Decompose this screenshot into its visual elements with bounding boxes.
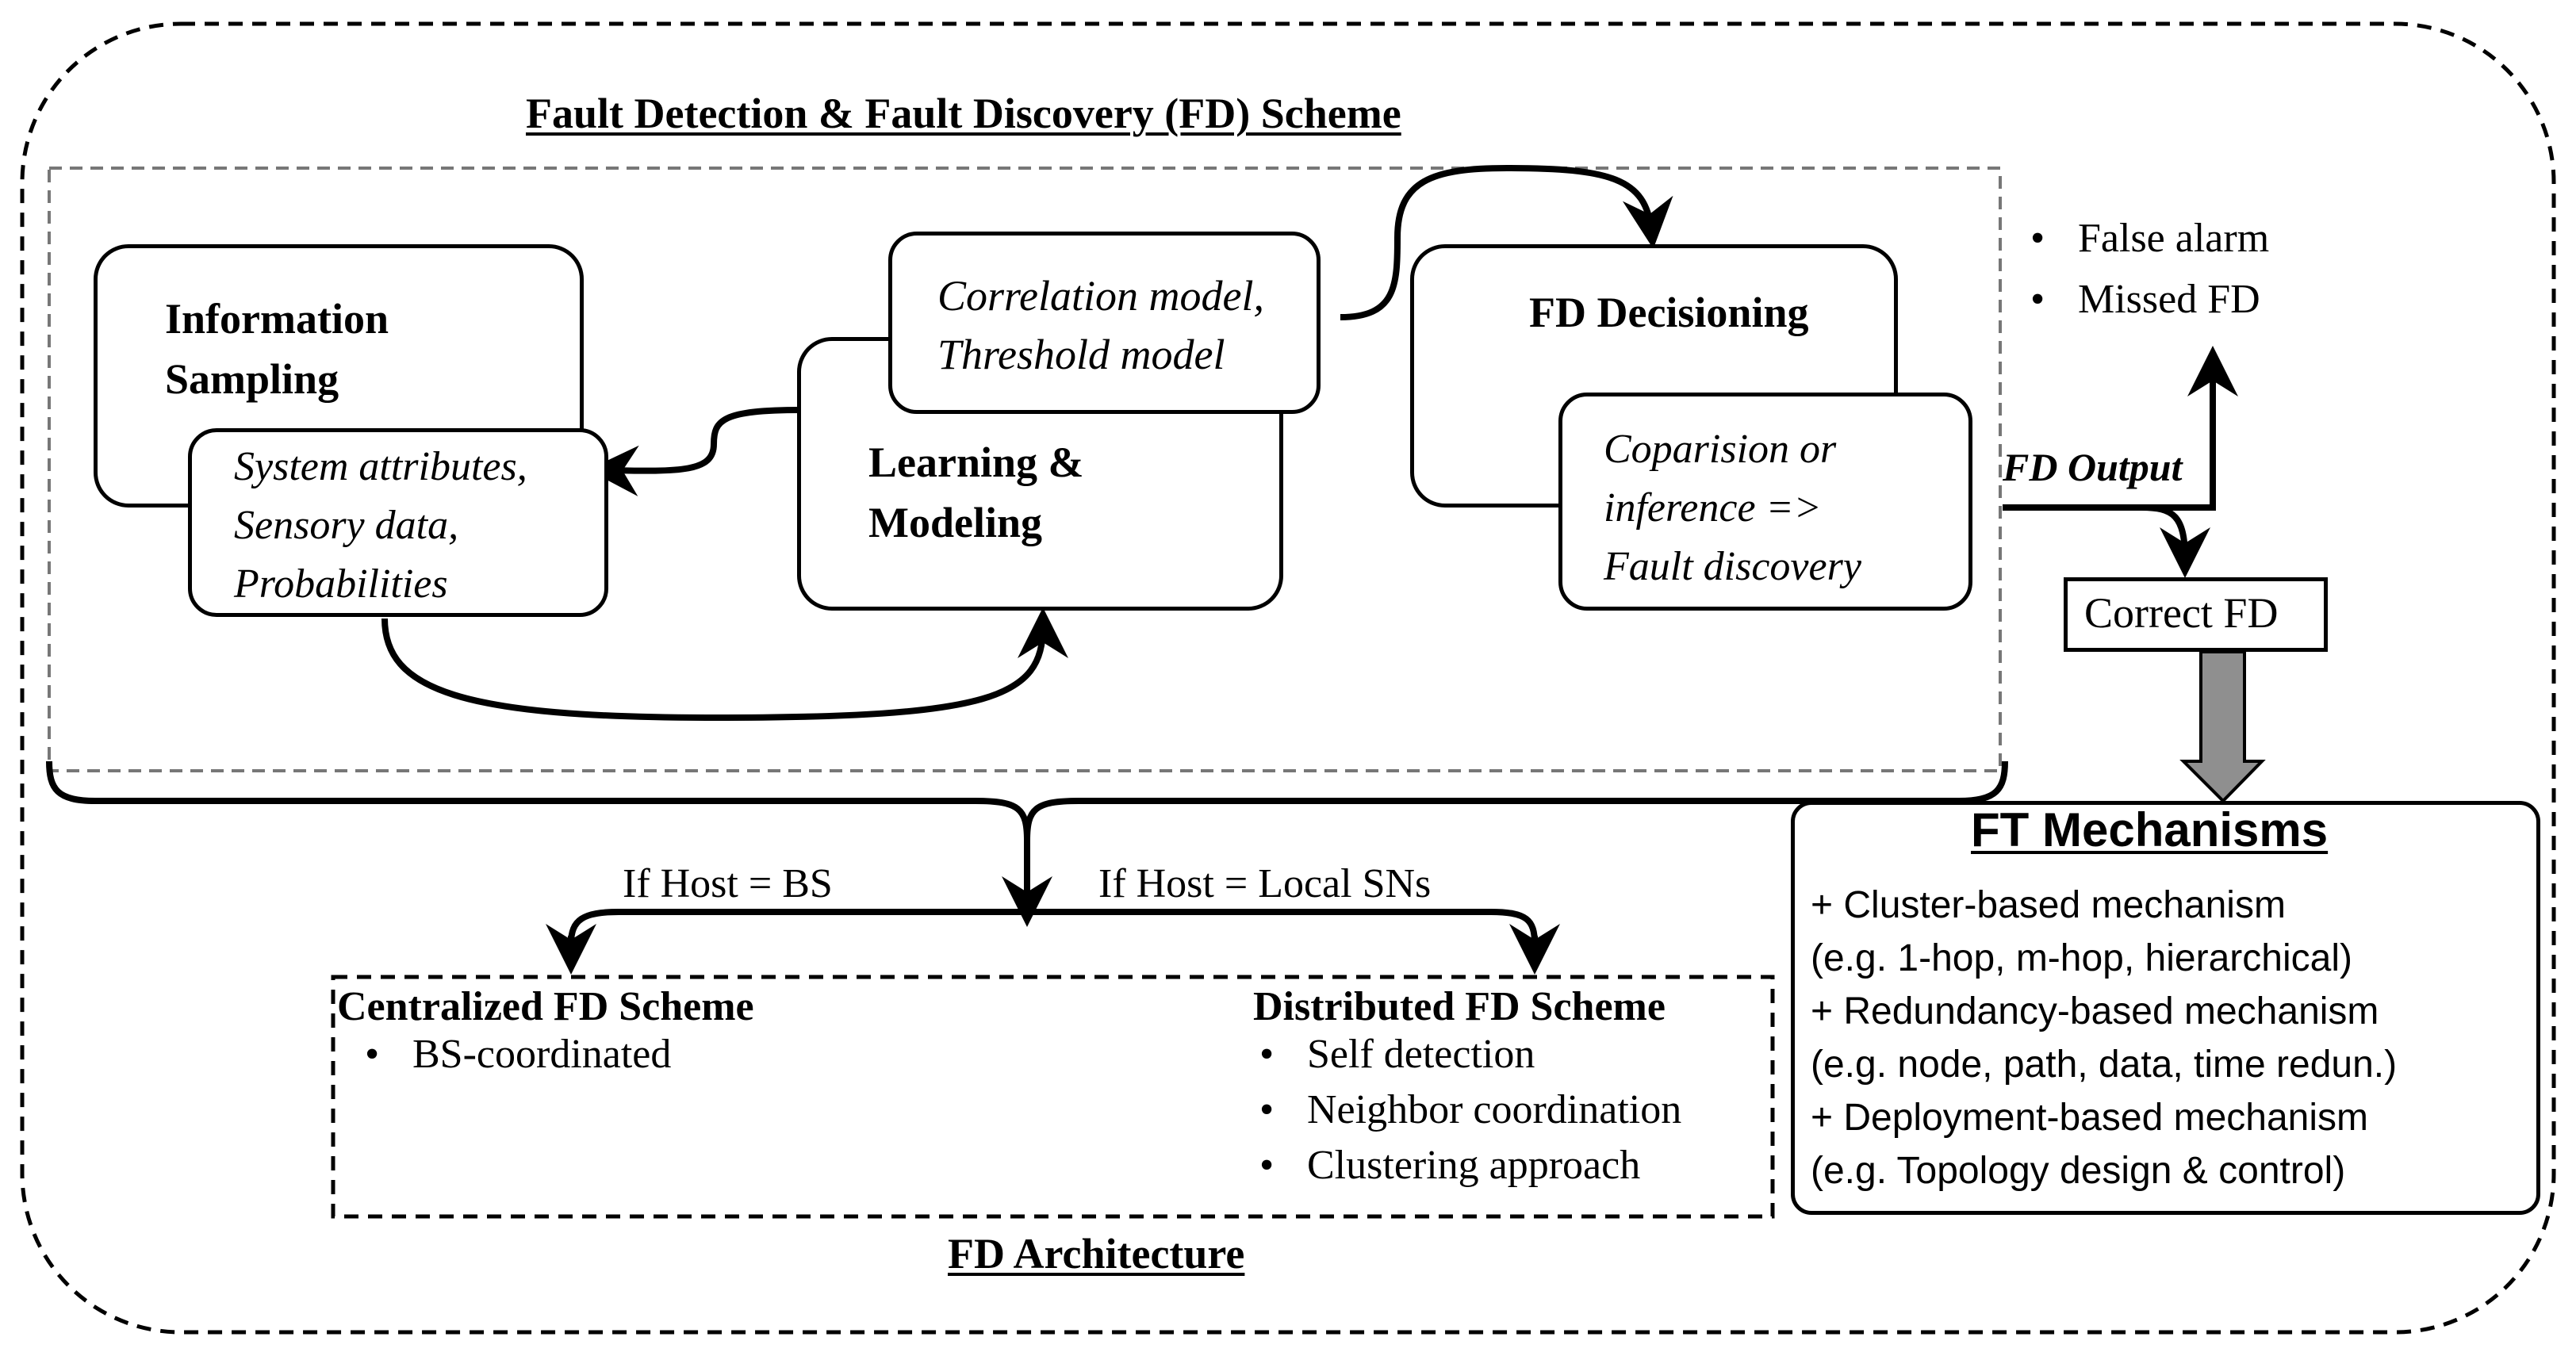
architecture-title: FD Architecture bbox=[948, 1230, 1245, 1277]
arrow-fd-output-line bbox=[2003, 346, 2238, 511]
output-errors-list: False alarm Missed FD bbox=[2030, 208, 2269, 330]
correct-fd-box bbox=[2064, 577, 2328, 652]
system-attributes-box bbox=[188, 428, 608, 617]
arrow-to-correct-fd bbox=[2141, 504, 2210, 578]
branch-local-label: If Host = Local SNs bbox=[1098, 861, 1432, 906]
arrow-learning-to-sampling bbox=[588, 407, 802, 496]
decisioning-detail-box bbox=[1558, 393, 1972, 611]
distributed-title: Distributed FD Scheme bbox=[1253, 984, 1666, 1029]
centralized-items: BS-coordinated bbox=[365, 1027, 671, 1082]
models-text: Correlation model, Threshold model bbox=[937, 272, 1264, 378]
decisioning-detail-text: Coparision or inference => Fault discove… bbox=[1604, 427, 1861, 589]
learning-title: Learning & Modeling bbox=[868, 439, 1084, 546]
branch-bs-label: If Host = BS bbox=[623, 861, 833, 906]
branch-connector bbox=[568, 909, 1538, 944]
fd-output-label: FD Output bbox=[2003, 445, 2183, 489]
scheme-brace bbox=[46, 760, 2008, 900]
arrow-sampling-to-learning bbox=[381, 607, 1068, 722]
outer-dashed-frame bbox=[20, 21, 2556, 1335]
centralized-title: Centralized FD Scheme bbox=[337, 984, 754, 1029]
ft-mechanisms-list: + Cluster-based mechanism (e.g. 1-hop, m… bbox=[1811, 884, 2398, 1192]
gray-block-arrow bbox=[2179, 650, 2266, 803]
models-box bbox=[888, 232, 1321, 414]
scheme-title: Fault Detection & Fault Discovery (FD) S… bbox=[526, 90, 1401, 137]
architecture-dashed-frame bbox=[331, 975, 1775, 1219]
ft-mechanisms-box bbox=[1791, 801, 2540, 1215]
distributed-items: Self detection Neighbor coordination Clu… bbox=[1259, 1027, 1681, 1193]
info-sampling-title: Information Sampling bbox=[165, 295, 389, 403]
arrow-learning-to-decisioning bbox=[1340, 164, 1673, 320]
scheme-dashed-frame bbox=[48, 167, 2002, 772]
system-attributes-text: System attributes, Sensory data, Probabi… bbox=[234, 444, 527, 607]
correct-fd-text: Correct FD bbox=[2084, 589, 2279, 637]
decisioning-title: FD Decisioning bbox=[1529, 289, 1809, 336]
ft-mechanisms-title: FT Mechanisms bbox=[1971, 803, 2329, 856]
